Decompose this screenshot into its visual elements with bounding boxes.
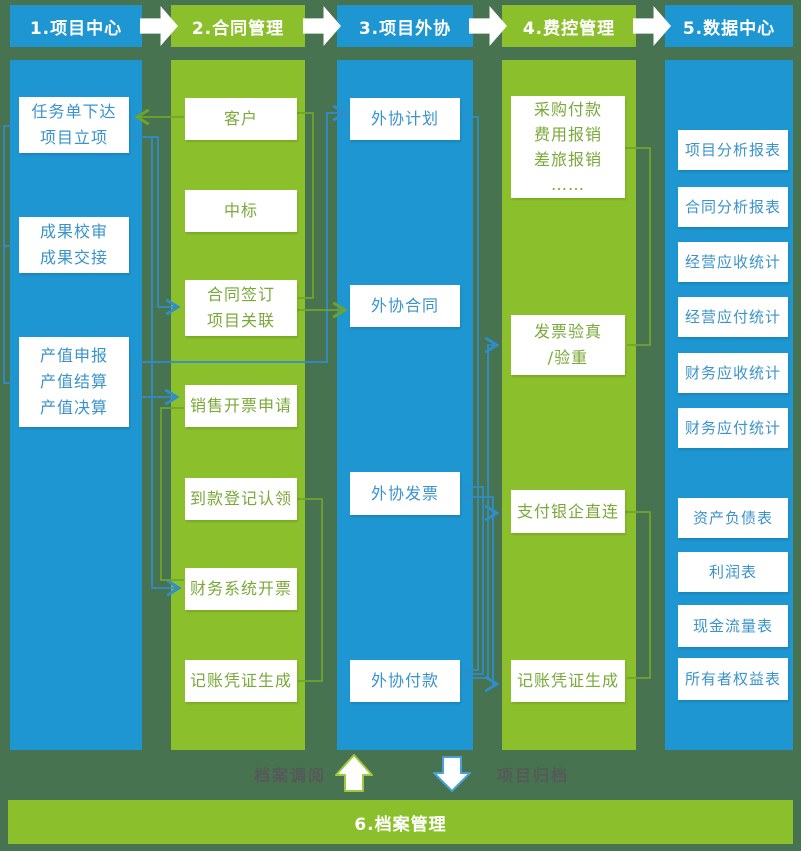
node-invoice-verify: 发票验真 /验重 — [511, 315, 625, 375]
node-outsource-plan: 外协计划 — [350, 98, 460, 140]
arrow-down-icon — [433, 756, 471, 792]
node-finance-payable-stats: 财务应付统计 — [678, 408, 788, 448]
node-cash-flow-sheet: 现金流量表 — [678, 605, 788, 647]
archive-view-label: 档案调阅 — [253, 766, 326, 785]
project-archive-label: 项目归档 — [497, 766, 570, 785]
node-voucher-generate-expense: 记账凭证生成 — [511, 660, 625, 702]
node-operating-payable-stats: 经营应付统计 — [678, 297, 788, 337]
node-sales-invoice-apply: 销售开票申请 — [185, 385, 297, 427]
node-result-review-handover: 成果校审 成果交接 — [19, 217, 129, 273]
node-task-order-project-init: 任务单下达 项目立项 — [19, 97, 129, 153]
node-owner-equity-sheet: 所有者权益表 — [678, 658, 788, 700]
node-output-value: 产值申报 产值结算 产值决算 — [19, 337, 129, 427]
arrow-up-icon — [335, 754, 373, 792]
node-outsource-invoice: 外协发票 — [350, 472, 460, 515]
header-project-center: 1.项目中心 — [10, 5, 142, 47]
node-procurement-expense: 采购付款 费用报销 差旅报销 …… — [511, 96, 625, 198]
header-expense-control: 4.费控管理 — [502, 5, 636, 47]
node-outsource-contract: 外协合同 — [350, 285, 460, 327]
node-profit-sheet: 利润表 — [678, 552, 788, 592]
node-project-analysis-report: 项目分析报表 — [678, 130, 788, 170]
node-operating-receivable-stats: 经营应收统计 — [678, 242, 788, 282]
header-outsourcing: 3.项目外协 — [337, 5, 473, 47]
node-balance-sheet: 资产负债表 — [678, 498, 788, 538]
archive-management-bar: 6.档案管理 — [8, 800, 793, 844]
node-bank-direct-pay: 支付银企直连 — [511, 490, 625, 533]
column-outsourcing — [337, 60, 473, 750]
node-outsource-payment: 外协付款 — [350, 660, 460, 702]
node-payment-register-claim: 到款登记认领 — [185, 478, 297, 520]
header-contract-mgmt: 2.合同管理 — [171, 5, 305, 47]
node-finance-system-invoice: 财务系统开票 — [185, 568, 297, 610]
node-finance-receivable-stats: 财务应收统计 — [678, 353, 788, 393]
node-voucher-generate-contract: 记账凭证生成 — [185, 660, 297, 702]
header-data-center: 5.数据中心 — [665, 5, 793, 47]
node-contract-analysis-report: 合同分析报表 — [678, 187, 788, 227]
